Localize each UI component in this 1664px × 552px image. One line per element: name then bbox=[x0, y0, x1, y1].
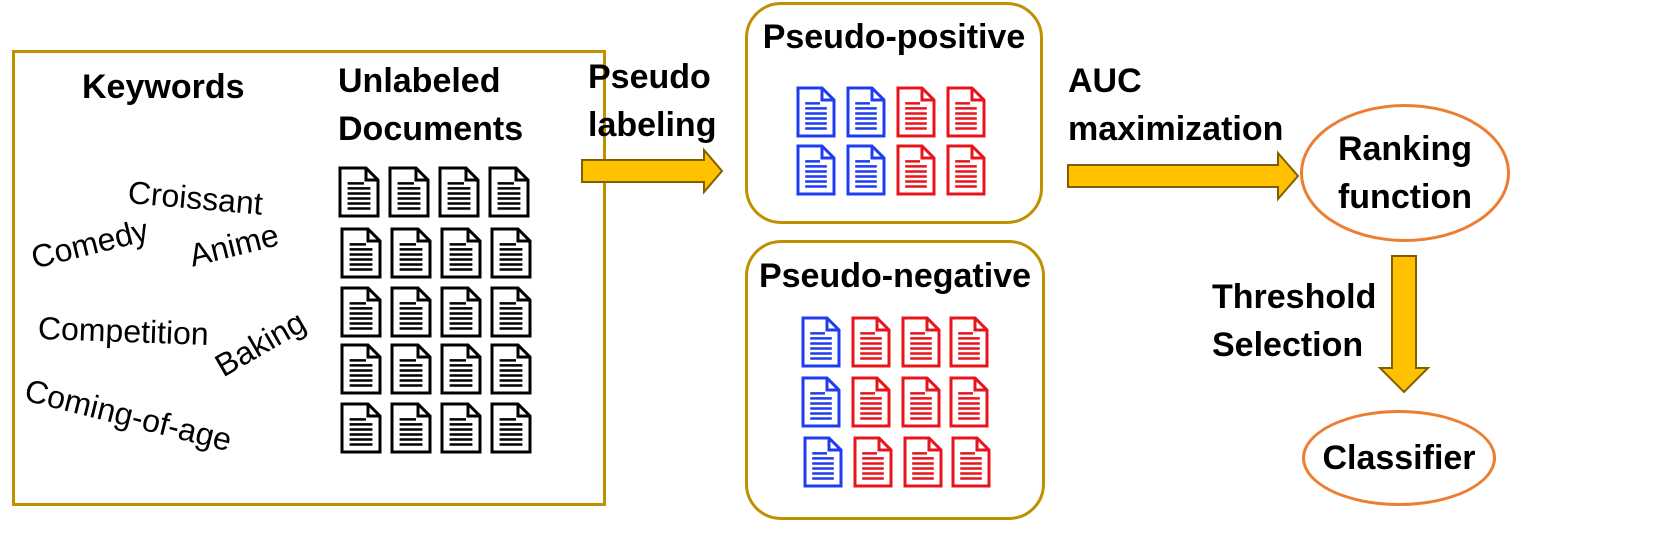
pseudo-negative-red-document-icon bbox=[949, 376, 989, 428]
auc-label-line1: AUC bbox=[1068, 62, 1142, 100]
ranking-function-line2: function bbox=[1337, 178, 1473, 216]
auc-label-line2: maximization bbox=[1068, 110, 1284, 148]
pseudo-labeling-label-line2: labeling bbox=[588, 106, 717, 144]
unlabeled-document-icon bbox=[338, 166, 380, 218]
unlabeled-document-icon bbox=[340, 402, 382, 454]
unlabeled-document-icon bbox=[440, 402, 482, 454]
pseudo-negative-red-document-icon bbox=[901, 376, 941, 428]
pseudo-positive-red-document-icon bbox=[896, 144, 936, 196]
pseudo-negative-blue-document-icon bbox=[803, 436, 843, 488]
unlabeled-document-icon bbox=[388, 166, 430, 218]
unlabeled-document-icon bbox=[440, 227, 482, 279]
unlabeled-document-icon bbox=[390, 402, 432, 454]
pseudo-positive-blue-document-icon bbox=[846, 144, 886, 196]
input-box bbox=[12, 50, 606, 506]
ranking-function-line1: Ranking bbox=[1337, 130, 1473, 168]
auc-maximization-arrow bbox=[1067, 150, 1300, 202]
pseudo-negative-red-document-icon bbox=[901, 316, 941, 368]
unlabeled-document-icon bbox=[340, 286, 382, 338]
pseudo-negative-red-document-icon bbox=[853, 436, 893, 488]
pseudo-positive-red-document-icon bbox=[896, 86, 936, 138]
pseudo-positive-blue-document-icon bbox=[846, 86, 886, 138]
threshold-selection-arrow bbox=[1377, 255, 1431, 394]
unlabeled-document-icon bbox=[440, 286, 482, 338]
pseudo-negative-box bbox=[745, 240, 1045, 520]
pseudo-negative-red-document-icon bbox=[951, 436, 991, 488]
unlabeled-document-icon bbox=[490, 343, 532, 395]
classifier-label: Classifier bbox=[1322, 439, 1476, 477]
unlabeled-document-icon bbox=[390, 343, 432, 395]
pseudo-negative-red-document-icon bbox=[903, 436, 943, 488]
unlabeled-document-icon bbox=[340, 227, 382, 279]
classifier-node: Classifier bbox=[1302, 410, 1496, 506]
threshold-label-line1: Threshold bbox=[1212, 278, 1377, 316]
pseudo-negative-blue-document-icon bbox=[801, 376, 841, 428]
unlabeled-title-line2: Documents bbox=[338, 110, 524, 148]
pseudo-negative-red-document-icon bbox=[851, 376, 891, 428]
pseudo-negative-red-document-icon bbox=[851, 316, 891, 368]
unlabeled-document-icon bbox=[490, 286, 532, 338]
unlabeled-document-icon bbox=[440, 343, 482, 395]
pseudo-positive-blue-document-icon bbox=[796, 144, 836, 196]
pseudo-positive-red-document-icon bbox=[946, 144, 986, 196]
unlabeled-document-icon bbox=[490, 402, 532, 454]
pseudo-positive-blue-document-icon bbox=[796, 86, 836, 138]
pseudo-positive-title: Pseudo-positive bbox=[762, 18, 1026, 56]
pseudo-positive-red-document-icon bbox=[946, 86, 986, 138]
pseudo-negative-blue-document-icon bbox=[801, 316, 841, 368]
keywords-title: Keywords bbox=[82, 68, 245, 106]
unlabeled-title-line1: Unlabeled bbox=[338, 62, 501, 100]
unlabeled-document-icon bbox=[340, 343, 382, 395]
pseudo-labeling-label-line1: Pseudo bbox=[588, 58, 711, 96]
unlabeled-document-icon bbox=[438, 166, 480, 218]
threshold-label-line2: Selection bbox=[1212, 326, 1364, 364]
unlabeled-document-icon bbox=[488, 166, 530, 218]
unlabeled-document-icon bbox=[390, 286, 432, 338]
pseudo-labeling-arrow bbox=[581, 147, 724, 195]
unlabeled-document-icon bbox=[490, 227, 532, 279]
pseudo-negative-red-document-icon bbox=[949, 316, 989, 368]
ranking-function-node: Ranking function bbox=[1300, 104, 1510, 242]
pseudo-positive-box bbox=[745, 2, 1043, 224]
pseudo-negative-title: Pseudo-negative bbox=[758, 257, 1032, 295]
unlabeled-document-icon bbox=[390, 227, 432, 279]
